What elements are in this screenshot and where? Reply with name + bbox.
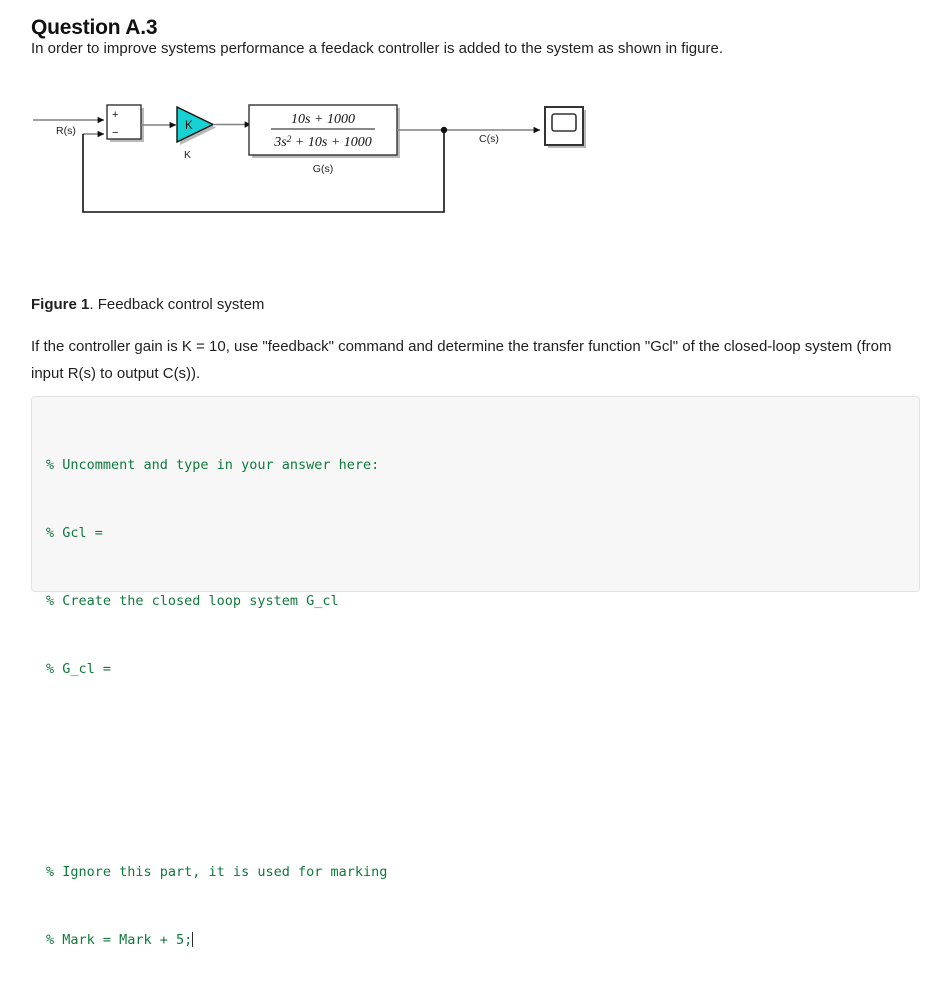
figure-caption-text: . Feedback control system: [89, 296, 265, 313]
gain-block-inner-label: K: [185, 120, 193, 132]
code-line-with-caret[interactable]: % Mark = Mark + 5;: [46, 929, 919, 952]
plant-block-caption: G(s): [313, 163, 333, 175]
intro-paragraph: In order to improve systems performance …: [31, 40, 723, 57]
code-line[interactable]: % Gcl =: [46, 524, 103, 541]
question-body: If the controller gain is K = 10, use "f…: [31, 338, 892, 382]
figure-caption: Figure 1. Feedback control system: [31, 296, 264, 313]
code-line[interactable]: % Ignore this part, it is used for marki…: [46, 863, 388, 880]
feedback-block-diagram: R(s) + − K K 10s + 1000: [0, 92, 931, 232]
gain-block: [176, 105, 215, 144]
code-editor[interactable]: % Uncomment and type in your answer here…: [31, 396, 920, 948]
question-page: Question A.3 In order to improve systems…: [0, 16, 931, 948]
sum-block: [106, 104, 142, 140]
code-line-text: % Mark = Mark + 5;: [46, 931, 193, 948]
plant-block: [248, 104, 398, 156]
input-signal-label: R(s): [56, 125, 76, 137]
code-line[interactable]: % G_cl =: [46, 660, 112, 677]
gain-block-caption: K: [184, 149, 191, 161]
code-line[interactable]: % Uncomment and type in your answer here…: [46, 457, 380, 474]
figure-number: Figure 1: [31, 296, 90, 313]
wire-feedback-path: [82, 130, 445, 213]
text-cursor: [192, 931, 194, 947]
sum-plus-sign: +: [112, 109, 118, 121]
code-line[interactable]: % Create the closed loop system G_cl: [46, 592, 339, 609]
scope-screen-icon: [551, 113, 577, 132]
output-signal-label: C(s): [479, 133, 499, 145]
plant-denominator: 3s2 + 10s + 1000: [273, 135, 372, 150]
plant-numerator: 10s + 1000: [291, 112, 355, 127]
page-title: Question A.3: [31, 16, 158, 40]
sum-minus-sign: −: [112, 127, 118, 139]
code-line[interactable]: [46, 725, 919, 748]
code-line[interactable]: [46, 793, 919, 816]
code-lines[interactable]: % Uncomment and type in your answer here…: [46, 409, 919, 996]
